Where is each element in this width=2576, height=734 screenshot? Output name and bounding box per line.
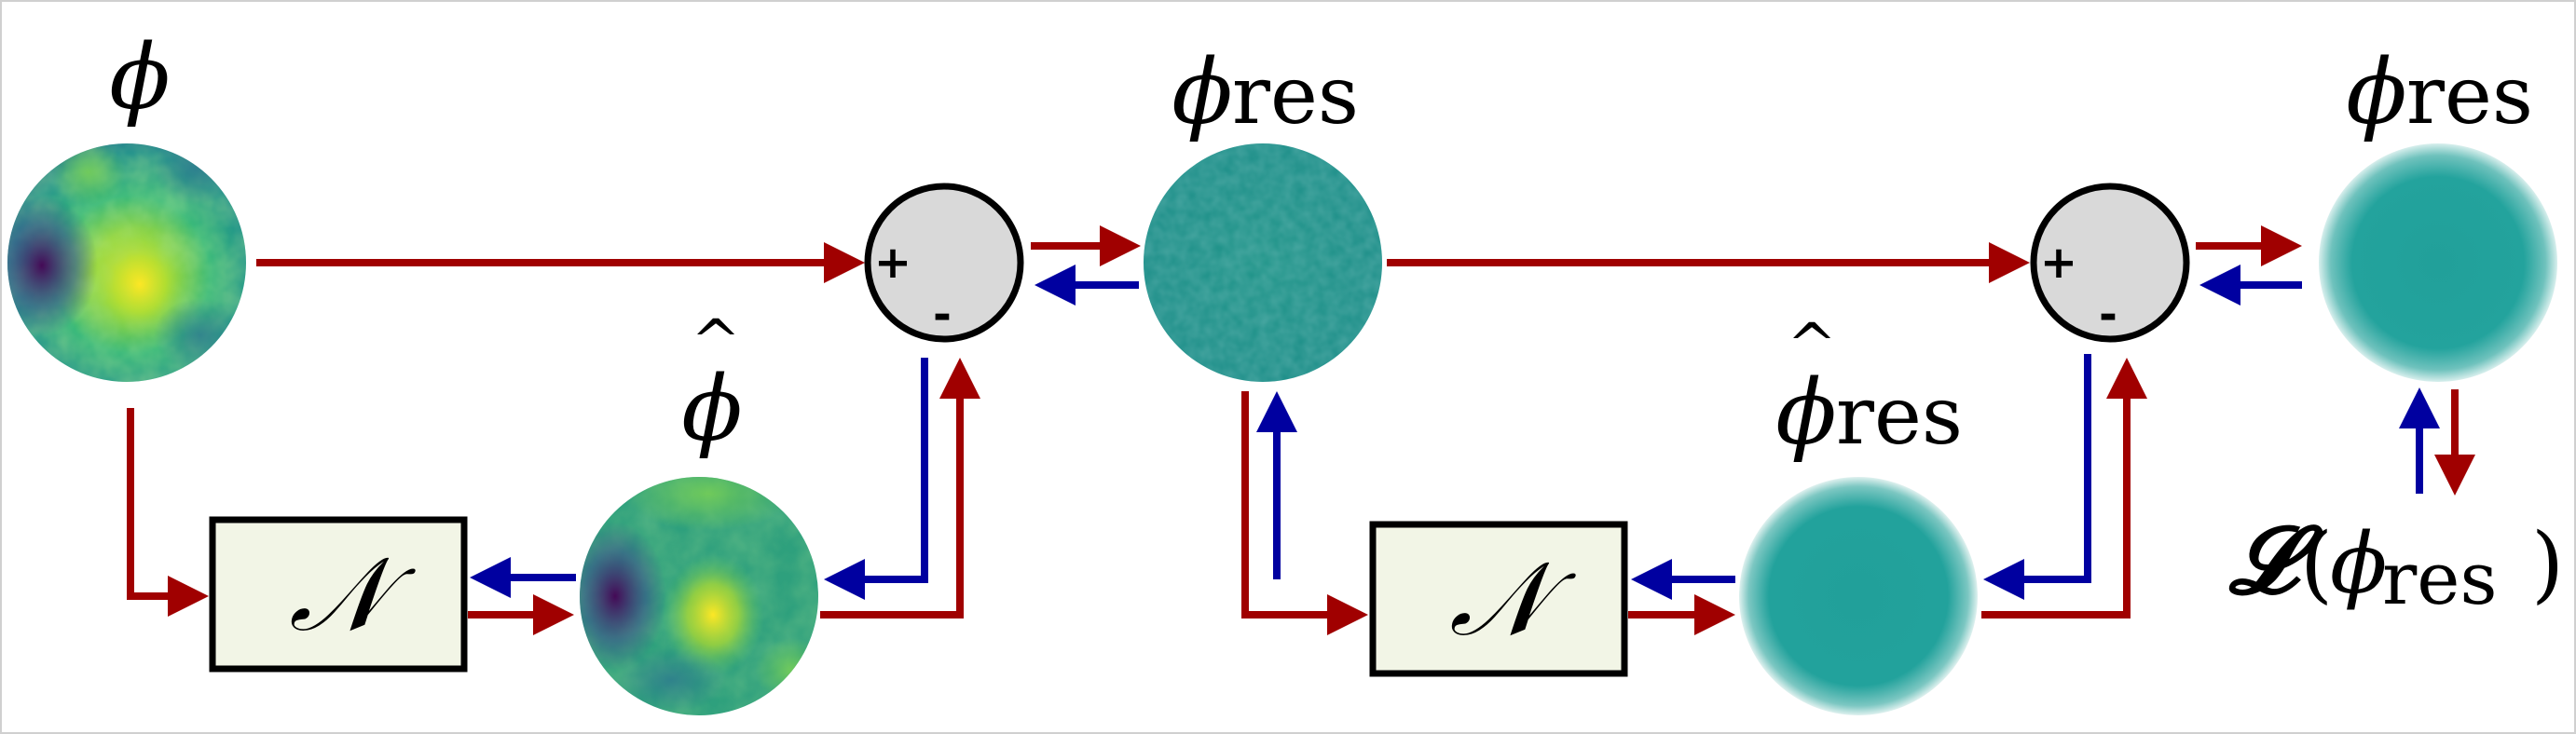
final-residual-field bbox=[2319, 143, 2557, 382]
arrow-layer bbox=[127, 225, 2475, 635]
arrow-grad-prediction-to-network bbox=[470, 557, 576, 598]
label-phi-res-hat-subscript: res bbox=[1836, 370, 1963, 463]
label-phi-res-hat-caret: ^ bbox=[1787, 311, 1837, 380]
loss-label: 𝓛 ( ϕ res ) bbox=[2227, 505, 2564, 621]
arrow-final-residual-to-loss bbox=[2434, 389, 2475, 496]
residual-field-1 bbox=[1144, 143, 1382, 382]
arrow-residual-to-subtractor-2 bbox=[1387, 242, 2030, 283]
label-phi-res-2-symbol: ϕ bbox=[2346, 40, 2406, 144]
arrow-grad-predicted-residual-to-network-2 bbox=[1631, 559, 1735, 600]
loss-open-paren: ( bbox=[2300, 515, 2333, 613]
label-phi: ϕ bbox=[109, 25, 170, 129]
subtractor-node-1: + - bbox=[864, 183, 1024, 343]
arrow-grad-network-2-to-residual bbox=[1256, 391, 1297, 579]
arrow-subtractor-2-to-final-residual bbox=[2196, 225, 2302, 266]
arrow-grad-loss-to-final-residual bbox=[2399, 387, 2440, 494]
arrow-subtractor-to-residual bbox=[1031, 225, 1141, 266]
loss-close-paren: ) bbox=[2531, 515, 2564, 613]
arrow-grad-subtractor-to-prediction bbox=[824, 358, 928, 600]
arrow-residual-to-network-2 bbox=[1241, 391, 1368, 635]
label-phi-hat-caret: ^ bbox=[691, 307, 741, 376]
arrow-network-to-prediction bbox=[468, 594, 574, 635]
minus-sign: - bbox=[933, 289, 952, 341]
network-block-2: 𝒩 bbox=[1369, 521, 1628, 677]
arrow-grad-subtractor-2-to-predicted-residual bbox=[1983, 354, 2091, 600]
plus-sign: + bbox=[874, 237, 911, 289]
arrow-grad-final-residual-to-subtractor-2 bbox=[2199, 265, 2302, 306]
label-phi-res-1-symbol: ϕ bbox=[1172, 40, 1232, 144]
plus-sign: + bbox=[2040, 237, 2077, 289]
minus-sign: - bbox=[2099, 289, 2117, 341]
label-phi-res-2-subscript: res bbox=[2406, 49, 2533, 143]
predicted-field-phi-hat bbox=[580, 477, 818, 715]
label-phi-hat: ϕ bbox=[681, 357, 742, 461]
label-phi-res-hat-symbol: ϕ bbox=[1775, 360, 1836, 465]
loss-res-subscript: res bbox=[2382, 537, 2497, 621]
arrow-network-2-to-predicted-residual bbox=[1628, 594, 1735, 635]
arrow-input-to-network bbox=[127, 408, 209, 617]
predicted-residual-field bbox=[1739, 477, 1978, 715]
arrow-predicted-residual-to-subtractor-2 bbox=[1981, 358, 2147, 618]
arrow-input-to-subtractor bbox=[256, 242, 865, 283]
loss-phi: ϕ bbox=[2330, 515, 2387, 613]
input-field-phi bbox=[7, 143, 246, 382]
arrow-grad-residual-to-subtractor bbox=[1035, 265, 1139, 306]
subtractor-node-2: + - bbox=[2030, 183, 2190, 343]
label-phi-res-1-subscript: res bbox=[1232, 49, 1359, 143]
network-block-1: 𝒩 bbox=[209, 516, 468, 673]
arrow-prediction-to-subtractor bbox=[820, 358, 980, 618]
